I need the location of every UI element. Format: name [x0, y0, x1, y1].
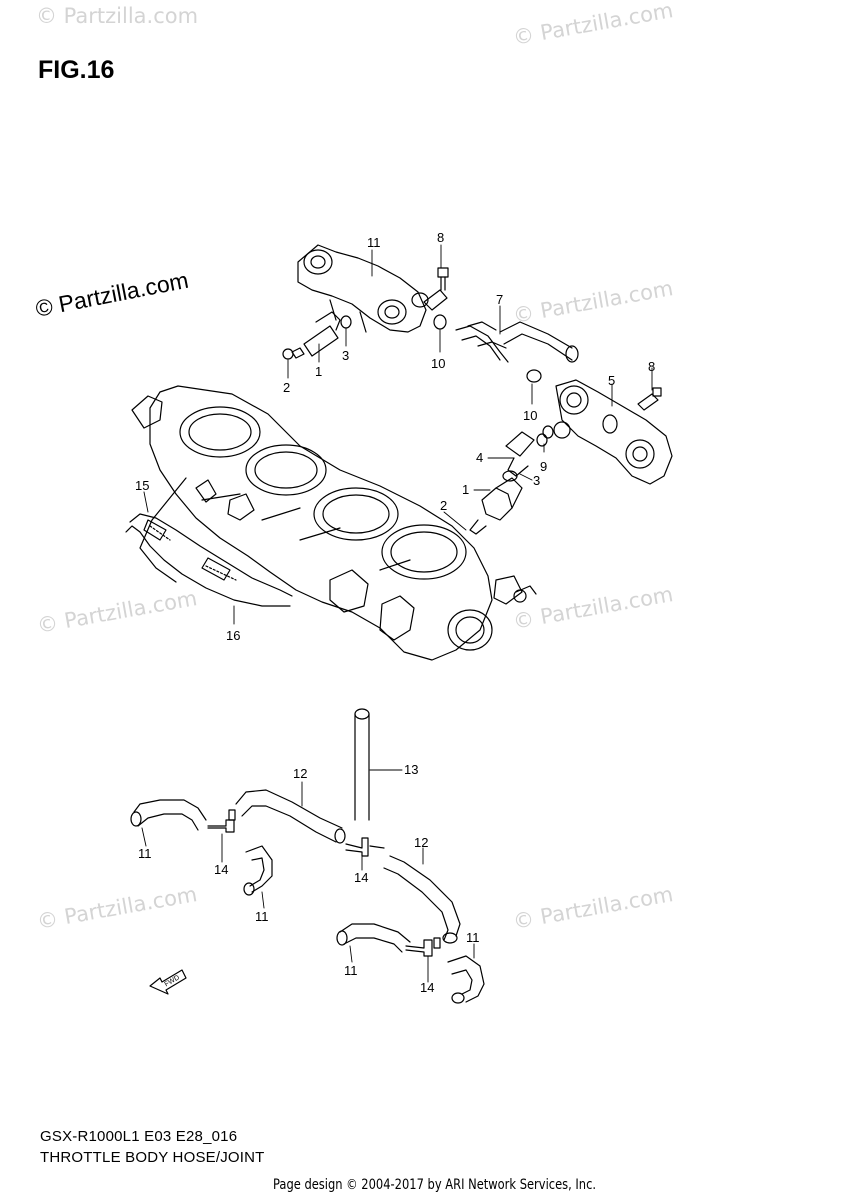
callout-10: 10: [523, 408, 537, 423]
callout-14: 14: [420, 980, 434, 995]
callout-1: 1: [315, 364, 322, 379]
callout-11: 11: [344, 963, 358, 978]
leader-lines: [141, 244, 653, 983]
callout-15: 15: [135, 478, 149, 493]
callout-8: 8: [648, 359, 655, 374]
callout-16: 16: [226, 628, 240, 643]
bolt-lower: [637, 387, 662, 411]
throttle-body: [131, 385, 537, 661]
callout-12: 12: [414, 835, 428, 850]
callout-11: 11: [138, 846, 152, 861]
bolt-upper: [423, 267, 449, 311]
callout-14: 14: [214, 862, 228, 877]
figure-title: FIG.16: [38, 56, 115, 84]
callout-10: 10: [431, 356, 445, 371]
page-footer: Page design © 2004-2017 by ARI Network S…: [273, 1177, 597, 1193]
callout-3: 3: [533, 473, 540, 488]
callout-7: 7: [496, 292, 503, 307]
callout-6: 11: [367, 235, 381, 250]
model-code: GSX-R1000L1 E03 E28_016: [40, 1128, 238, 1145]
hose-13: [354, 708, 370, 821]
fuel-rail-lower: [553, 379, 673, 485]
callout-2: 2: [283, 380, 290, 395]
throttle-body-hoses: [125, 477, 293, 607]
callout-13: 13: [404, 762, 418, 777]
callout-labels: 11 8 7 1 2 3 10 10 5 8 4 9 3 1 2 15 16 1…: [135, 230, 655, 995]
callout-4: 4: [476, 450, 483, 465]
fuel-rail-upper: [297, 244, 429, 333]
callout-1: 1: [462, 482, 469, 497]
fwd-arrow: [149, 969, 187, 995]
callout-2: 2: [440, 498, 447, 513]
callout-3: 3: [342, 348, 349, 363]
callout-11: 11: [255, 909, 269, 924]
injector-lower: [469, 425, 554, 535]
callout-12: 12: [293, 766, 307, 781]
fuel-hose-7: [433, 314, 579, 383]
callout-9: 9: [540, 459, 547, 474]
callout-8: 8: [437, 230, 444, 245]
hoses-lower: [130, 789, 485, 1004]
section-name: THROTTLE BODY HOSE/JOINT: [40, 1149, 265, 1166]
callout-11: 11: [466, 930, 480, 945]
callout-5: 5: [608, 373, 615, 388]
watermark: © Partzilla.com: [36, 4, 199, 28]
callout-14: 14: [354, 870, 368, 885]
injector-upper: [282, 311, 352, 360]
